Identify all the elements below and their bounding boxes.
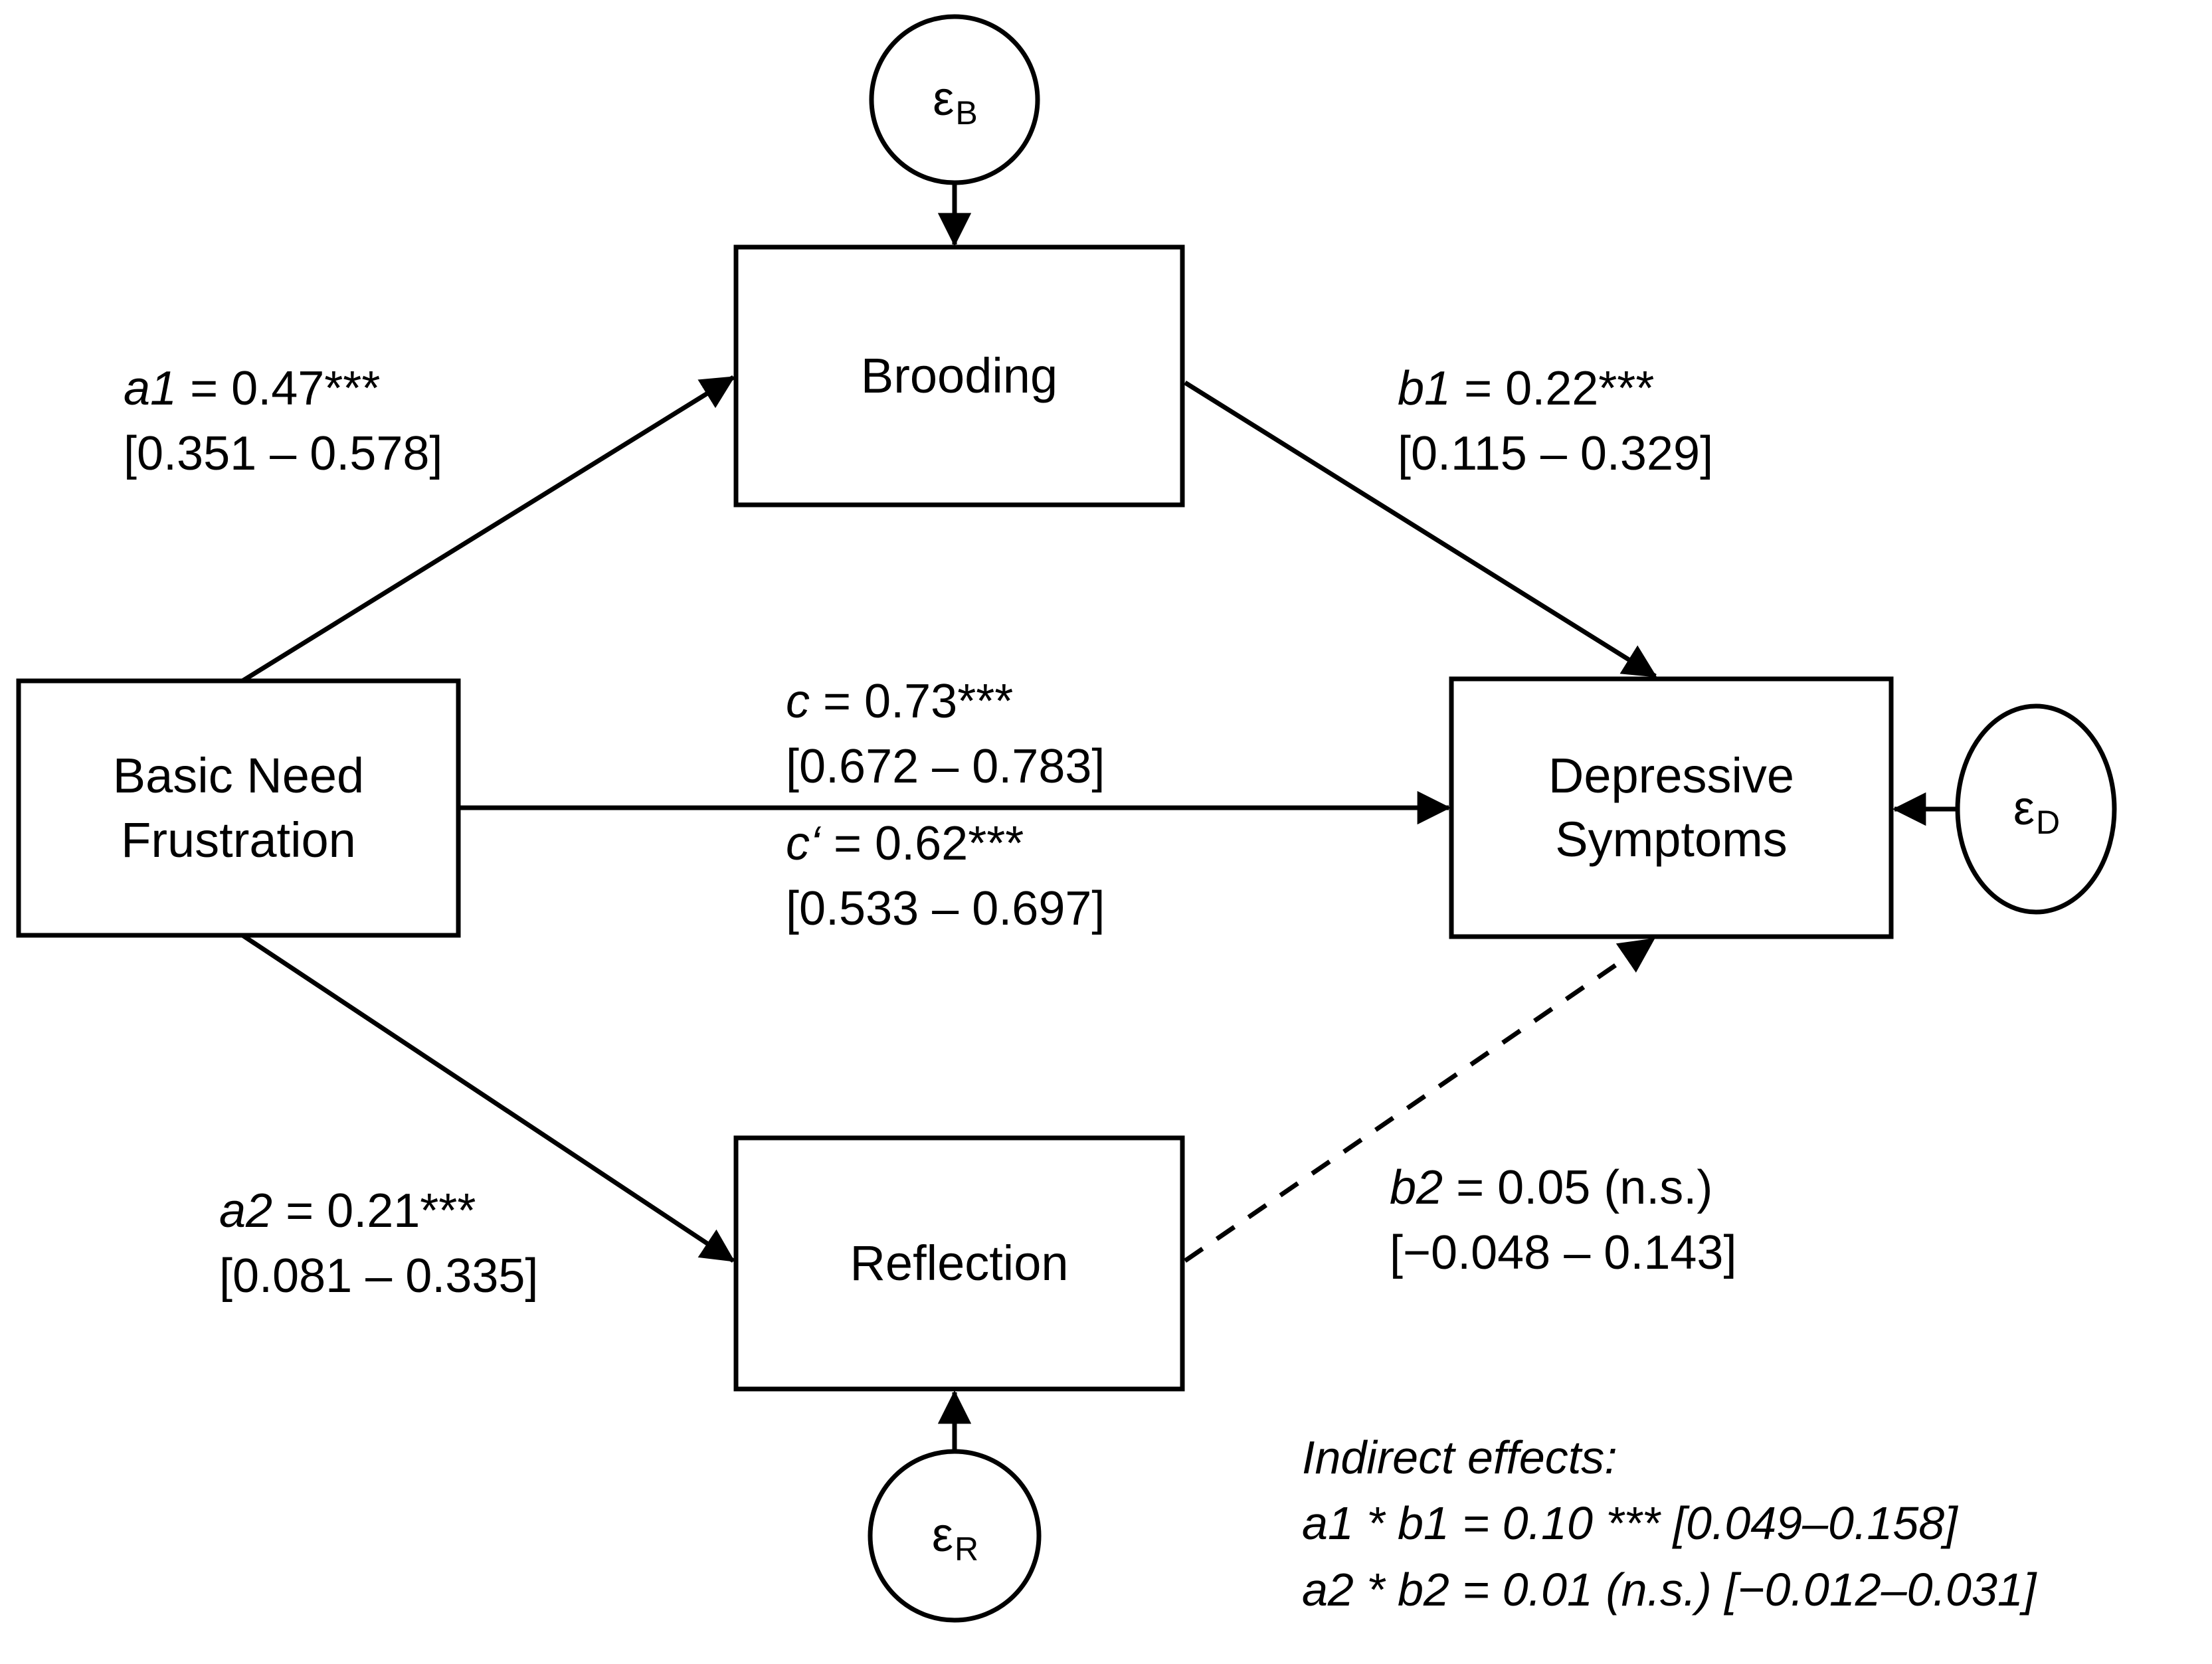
path-estimate-cprime: = 0.62*** xyxy=(820,817,1024,870)
path-label-b2-ci: [−0.048 – 0.143] xyxy=(1390,1226,1737,1279)
error-subscript-depressive: D xyxy=(2036,804,2061,841)
path-label-a1: a1 = 0.47*** [0.351 – 0.578] xyxy=(124,357,442,487)
path-label-a2-estimate: a2 = 0.21*** xyxy=(219,1179,538,1244)
path-estimate-b2: = 0.05 (n.s.) xyxy=(1443,1161,1713,1214)
error-glyph-reflection: ε xyxy=(931,1509,953,1562)
error-subscript-reflection: R xyxy=(955,1530,979,1568)
node-box-depressive-symptoms xyxy=(1449,676,1894,939)
path-label-a1-ci: [0.351 – 0.578] xyxy=(124,426,443,480)
path-coef-c: c xyxy=(786,675,810,728)
error-glyph-depressive: ε xyxy=(2013,782,2035,835)
path-estimate-a2: = 0.21*** xyxy=(272,1184,476,1238)
node-box-reflection xyxy=(733,1135,1185,1392)
indirect-effect-row-a1b1: a1 * b1 = 0.10 *** [0.049–0.158] xyxy=(1302,1497,1958,1550)
indirect-effects-heading: Indirect effects: xyxy=(1302,1432,1617,1483)
path-label-b1-ci: [0.115 – 0.329] xyxy=(1398,426,1714,480)
indirect-effects-block: Indirect effects: a1 * b1 = 0.10 *** [0.… xyxy=(1302,1425,2036,1623)
path-coef-cprime: c‘ xyxy=(786,817,820,870)
error-glyph-brooding: ε xyxy=(933,72,955,126)
path-label-b2: b2 = 0.05 (n.s.) [−0.048 – 0.143] xyxy=(1390,1156,1736,1286)
path-label-c: c = 0.73*** [0.672 – 0.783] xyxy=(786,670,1105,800)
path-label-cprime-estimate: c‘ = 0.62*** xyxy=(786,812,1105,877)
path-label-c-ci: [0.672 – 0.783] xyxy=(786,739,1105,793)
path-arrow-a1 xyxy=(241,375,735,683)
node-box-basic-need-frustration xyxy=(16,678,461,938)
path-label-b1-estimate: b1 = 0.22*** xyxy=(1398,357,1713,422)
path-label-cprime-ci: [0.533 – 0.697] xyxy=(786,881,1105,935)
path-arrow-b1 xyxy=(1184,381,1657,678)
path-label-a1-estimate: a1 = 0.47*** xyxy=(124,357,442,422)
path-estimate-c: = 0.73*** xyxy=(810,675,1014,728)
path-label-b1: b1 = 0.22*** [0.115 – 0.329] xyxy=(1398,357,1713,487)
path-coef-b1: b1 xyxy=(1398,362,1451,415)
path-label-a2: a2 = 0.21*** [0.081 – 0.335] xyxy=(219,1179,538,1309)
path-coef-b2: b2 xyxy=(1390,1161,1443,1214)
path-label-c-estimate: c = 0.73*** xyxy=(786,670,1105,735)
path-coef-a2: a2 xyxy=(219,1184,273,1238)
error-subscript-brooding: B xyxy=(955,94,978,132)
path-label-a2-ci: [0.081 – 0.335] xyxy=(219,1249,539,1303)
path-arrow-b2 xyxy=(1184,937,1655,1263)
path-label-b2-estimate: b2 = 0.05 (n.s.) xyxy=(1390,1156,1736,1221)
node-box-brooding xyxy=(733,244,1185,508)
indirect-effect-row-a2b2: a2 * b2 = 0.01 (n.s.) [−0.012–0.031] xyxy=(1302,1563,2037,1616)
path-coef-a1: a1 xyxy=(124,362,177,415)
path-estimate-a1: = 0.47*** xyxy=(177,362,381,415)
path-arrow-a2 xyxy=(241,933,735,1263)
path-estimate-b1: = 0.22*** xyxy=(1451,362,1655,415)
path-label-cprime: c‘ = 0.62*** [0.533 – 0.697] xyxy=(786,812,1105,942)
